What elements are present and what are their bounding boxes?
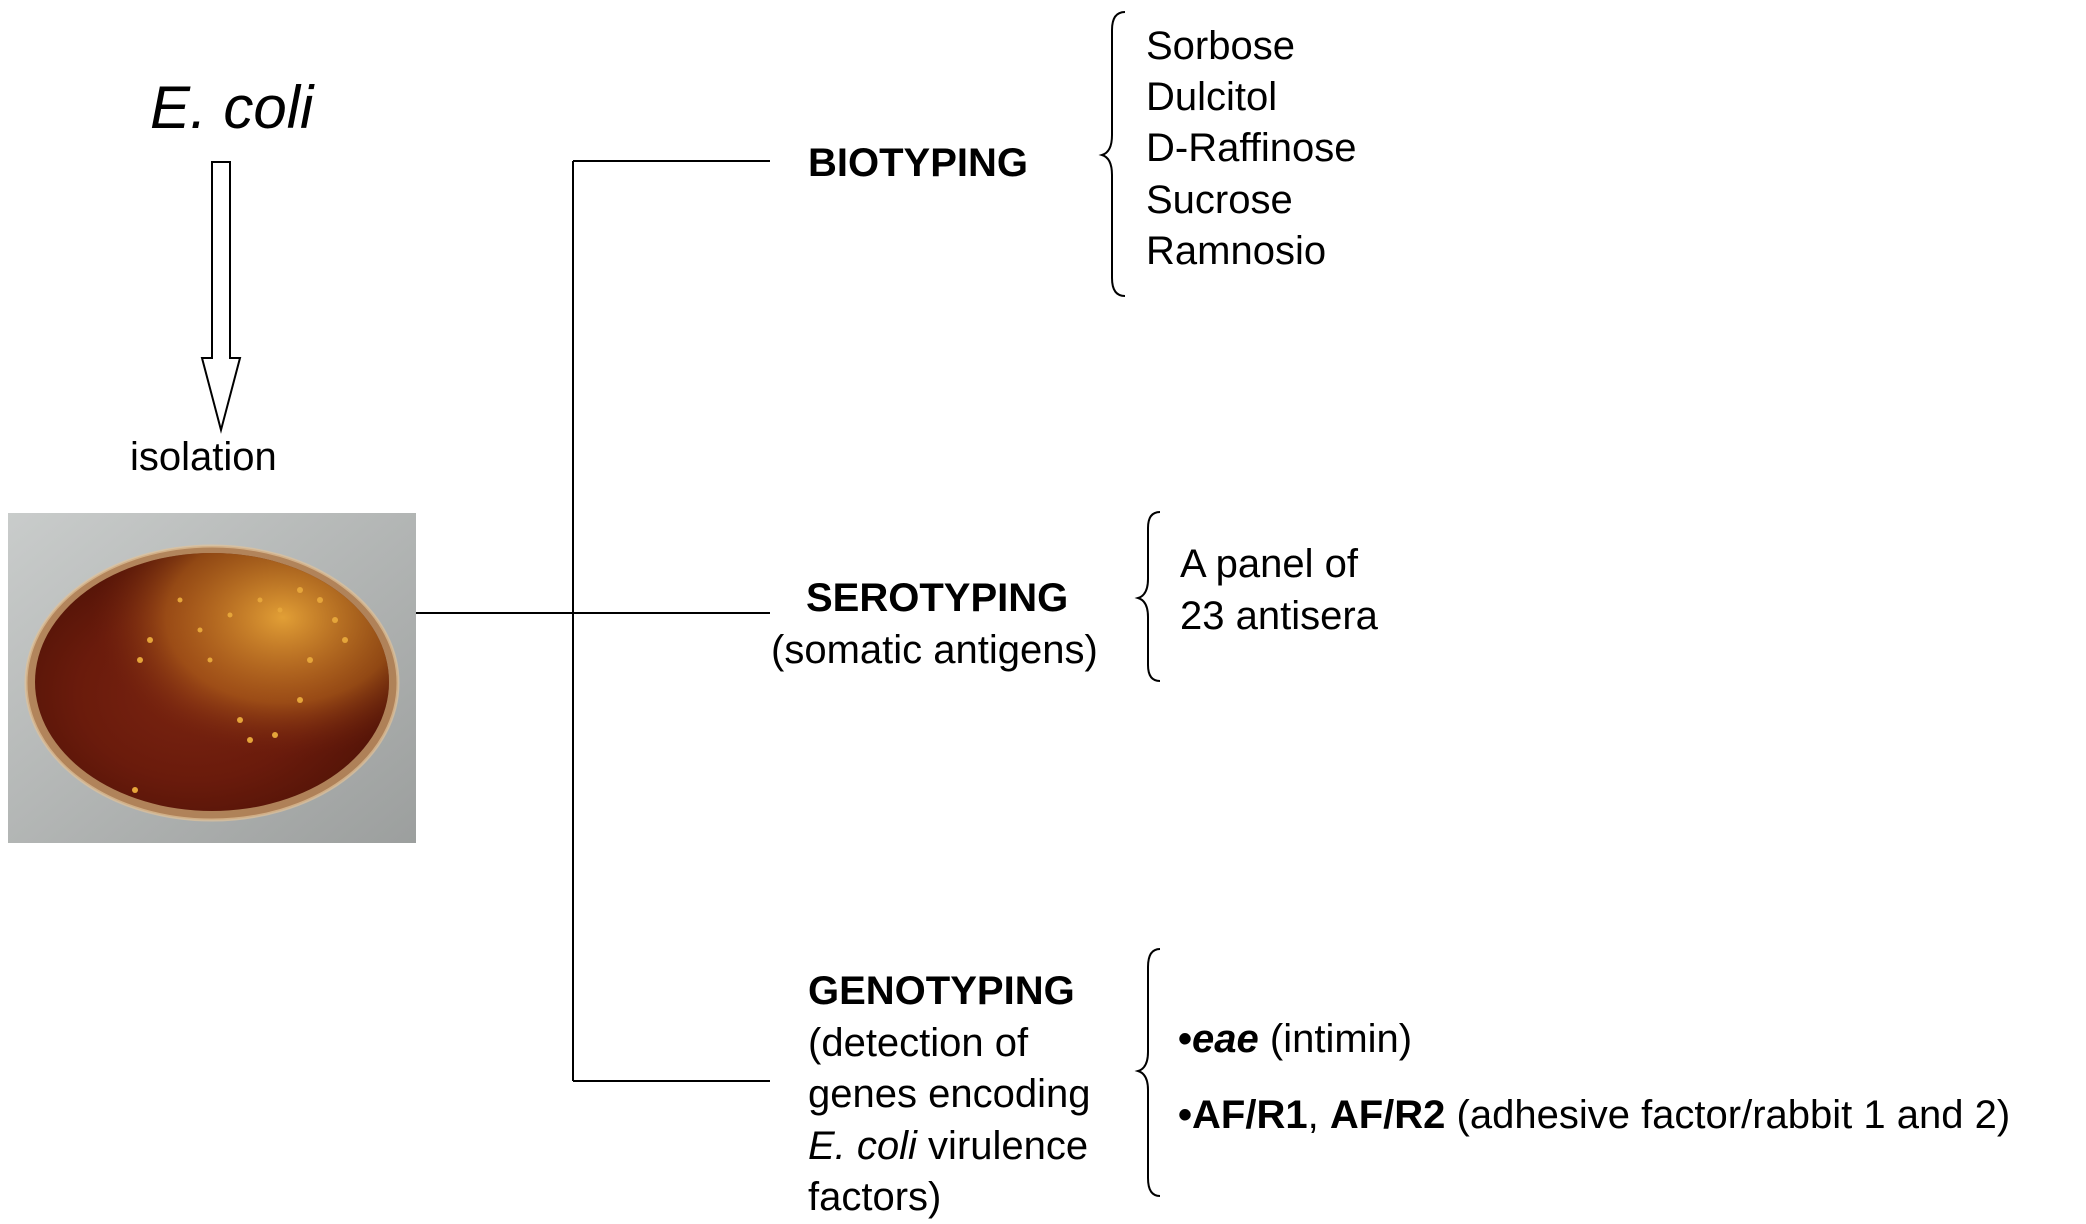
genotyping-desc-line1: (detection of: [808, 1020, 1029, 1065]
bullet: •: [1178, 1017, 1193, 1061]
list-item: Sucrose: [1146, 178, 1293, 222]
genotyping-desc-line3: E. coli virulence: [808, 1121, 1090, 1173]
gene-separator: ,: [1307, 1093, 1330, 1137]
gene-desc: (intimin): [1258, 1017, 1413, 1061]
organism-title: E. coli: [150, 74, 314, 141]
list-item: Dulcitol: [1146, 75, 1278, 119]
biotyping-brace: [1098, 11, 1126, 297]
genotyping-desc-organism: E. coli: [808, 1123, 917, 1168]
serotyping-subtitle: (somatic antigens): [771, 628, 1098, 672]
petri-dish-image: [8, 513, 416, 843]
genotyping-title: GENOTYPING: [808, 969, 1075, 1013]
serotyping-brace: [1134, 511, 1161, 682]
gene-item-eae: •eae (intimin): [1178, 1019, 1412, 1059]
genotyping-desc-line2: genes encoding: [808, 1072, 1091, 1116]
gene-desc: (adhesive factor/rabbit 1 and 2): [1445, 1093, 2011, 1137]
biotyping-title: BIOTYPING: [808, 141, 1029, 185]
genotyping-desc-line4: factors): [808, 1175, 942, 1219]
list-item: D-Raffinose: [1146, 126, 1357, 170]
genotyping-desc-line3-rest: virulence: [916, 1123, 1089, 1168]
gene-name-a: AF/R1: [1192, 1093, 1308, 1137]
down-arrow-icon: [200, 161, 242, 434]
list-item: Ramnosio: [1146, 229, 1327, 273]
bullet: •: [1178, 1093, 1193, 1137]
connector-lines: [416, 160, 770, 1082]
isolation-label: isolation: [130, 435, 277, 479]
serotyping-title: SEROTYPING: [806, 576, 1069, 620]
gene-item-afr: •AF/R1, AF/R2 (adhesive factor/rabbit 1 …: [1178, 1095, 2010, 1135]
serotyping-detail-line1: A panel of: [1180, 542, 1358, 586]
gene-name: eae: [1192, 1017, 1259, 1061]
genotyping-block: GENOTYPING (detection of genes encoding …: [808, 966, 1090, 1224]
gene-name-b: AF/R2: [1329, 1093, 1446, 1137]
genotyping-brace: [1134, 948, 1161, 1197]
list-item: Sorbose: [1146, 24, 1295, 68]
serotyping-detail-line2: 23 antisera: [1180, 594, 1378, 638]
